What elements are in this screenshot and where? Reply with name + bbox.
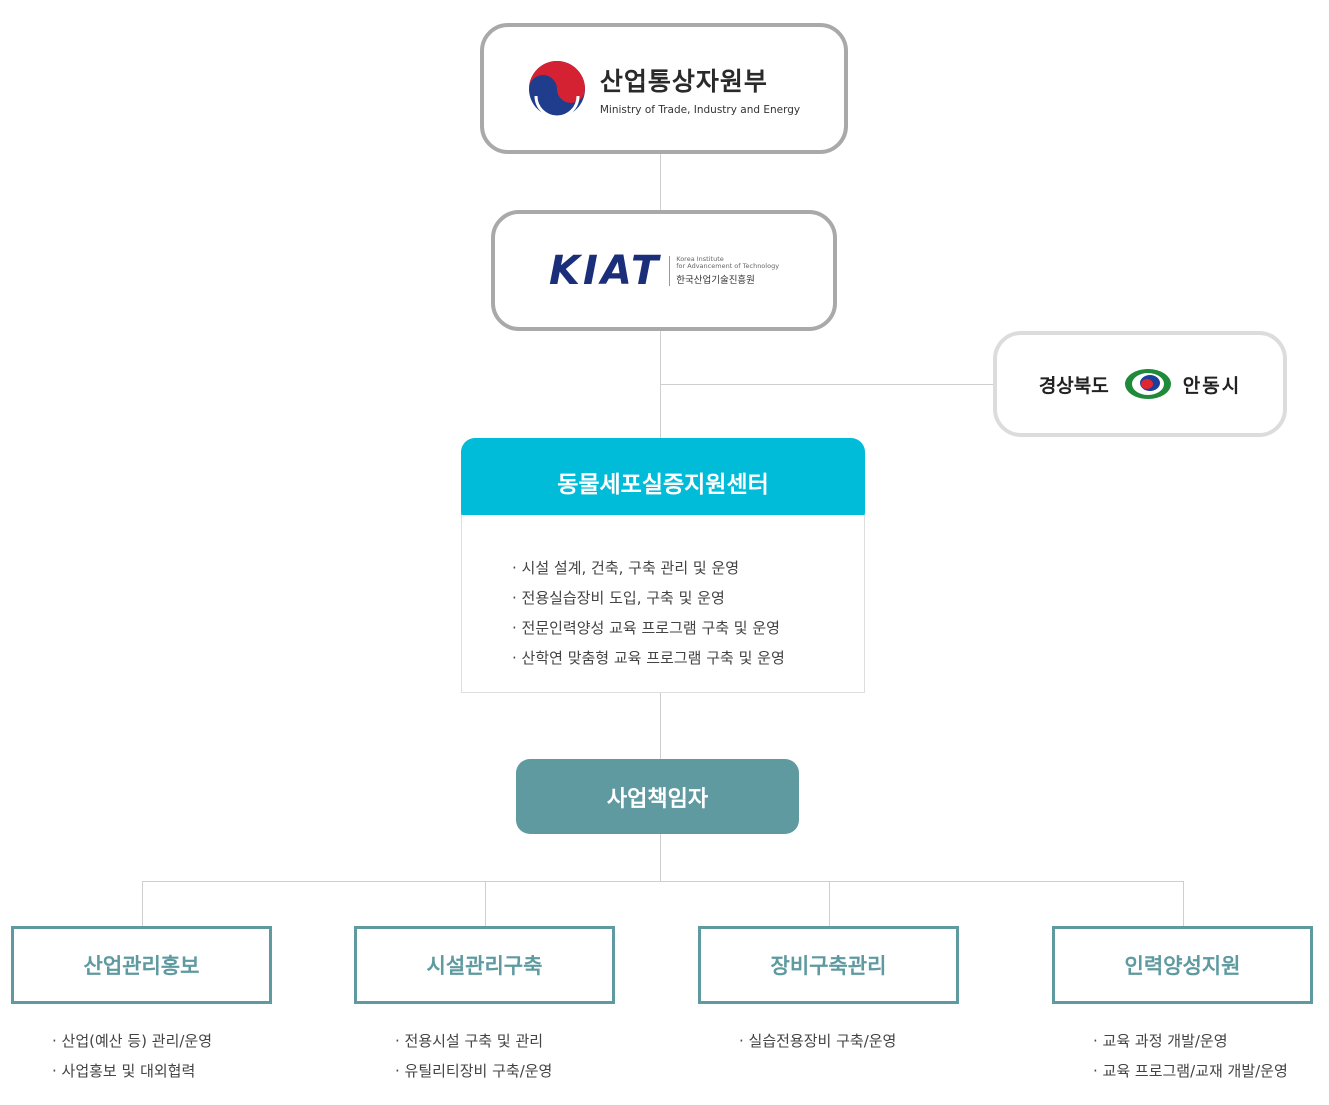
team-facility: 시설관리구축 bbox=[354, 926, 615, 1004]
team-equipment-duties: · 실습전용장비 구축/운영 bbox=[739, 1026, 896, 1056]
team-duty: · 교육 과정 개발/운영 bbox=[1093, 1032, 1228, 1050]
team-duty: · 전용시설 구축 및 관리 bbox=[395, 1032, 544, 1050]
connector-bus bbox=[142, 881, 1184, 882]
kiat-name-ko: 한국산업기술진흥원 bbox=[676, 274, 755, 286]
connector-leader-bus bbox=[660, 834, 661, 881]
andong-province: 경상북도 bbox=[1038, 374, 1109, 397]
motie-name-ko: 산업통상자원부 bbox=[599, 66, 768, 96]
kiat-separator bbox=[669, 255, 671, 286]
center-duty: · 전문인력양성 교육 프로그램 구축 및 운영 bbox=[512, 619, 780, 637]
leader-title: 사업책임자 bbox=[516, 759, 799, 834]
kiat-box: KIAT Korea Institute for Advancement of … bbox=[491, 210, 837, 331]
team-industry-pr: 산업관리홍보 bbox=[11, 926, 272, 1004]
kiat-name-en-2: for Advancement of Technology bbox=[676, 261, 780, 270]
connector-team-3 bbox=[829, 881, 830, 926]
taegeuk-emblem-icon bbox=[528, 60, 585, 118]
connector-team-1 bbox=[142, 881, 143, 926]
team-facility-duties: · 전용시설 구축 및 관리 · 유틸리티장비 구축/운영 bbox=[395, 1026, 552, 1086]
connector-team-2 bbox=[485, 881, 486, 926]
team-equipment: 장비구축관리 bbox=[698, 926, 959, 1004]
center-duty: · 산학연 맞춤형 교육 프로그램 구축 및 운영 bbox=[512, 649, 785, 667]
andong-emblem-icon bbox=[1124, 369, 1171, 399]
andong-box: 경상북도 안동시 bbox=[993, 331, 1287, 437]
center-duty: · 전용실습장비 도입, 구축 및 운영 bbox=[512, 589, 725, 607]
team-duty: · 산업(예산 등) 관리/운영 bbox=[52, 1032, 213, 1050]
connector-team-4 bbox=[1183, 881, 1184, 926]
connector-center-leader bbox=[660, 693, 661, 759]
connector-andong bbox=[660, 384, 993, 385]
team-duty: · 유틸리티장비 구축/운영 bbox=[395, 1062, 553, 1080]
team-duty: · 교육 프로그램/교재 개발/운영 bbox=[1093, 1062, 1288, 1080]
team-industry-pr-duties: · 산업(예산 등) 관리/운영 · 사업홍보 및 대외협력 bbox=[52, 1026, 212, 1086]
team-training: 인력양성지원 bbox=[1052, 926, 1313, 1004]
connector-motie-kiat bbox=[660, 154, 661, 210]
center-duty: · 시설 설계, 건축, 구축 관리 및 운영 bbox=[512, 559, 740, 577]
kiat-logo: KIAT bbox=[548, 247, 662, 294]
team-duty: · 사업홍보 및 대외협력 bbox=[52, 1062, 196, 1080]
center-duties: · 시설 설계, 건축, 구축 관리 및 운영 · 전용실습장비 도입, 구축 … bbox=[461, 515, 865, 693]
center-title: 동물세포실증지원센터 bbox=[461, 438, 865, 526]
team-duty: · 실습전용장비 구축/운영 bbox=[739, 1032, 897, 1050]
motie-box: 산업통상자원부 Ministry of Trade, Industry and … bbox=[480, 23, 848, 154]
andong-city: 안동시 bbox=[1182, 374, 1242, 397]
motie-name-en: Ministry of Trade, Industry and Energy bbox=[599, 103, 801, 116]
team-training-duties: · 교육 과정 개발/운영 · 교육 프로그램/교재 개발/운영 bbox=[1093, 1026, 1288, 1086]
kiat-name-en-1: Korea Institute bbox=[676, 254, 724, 263]
